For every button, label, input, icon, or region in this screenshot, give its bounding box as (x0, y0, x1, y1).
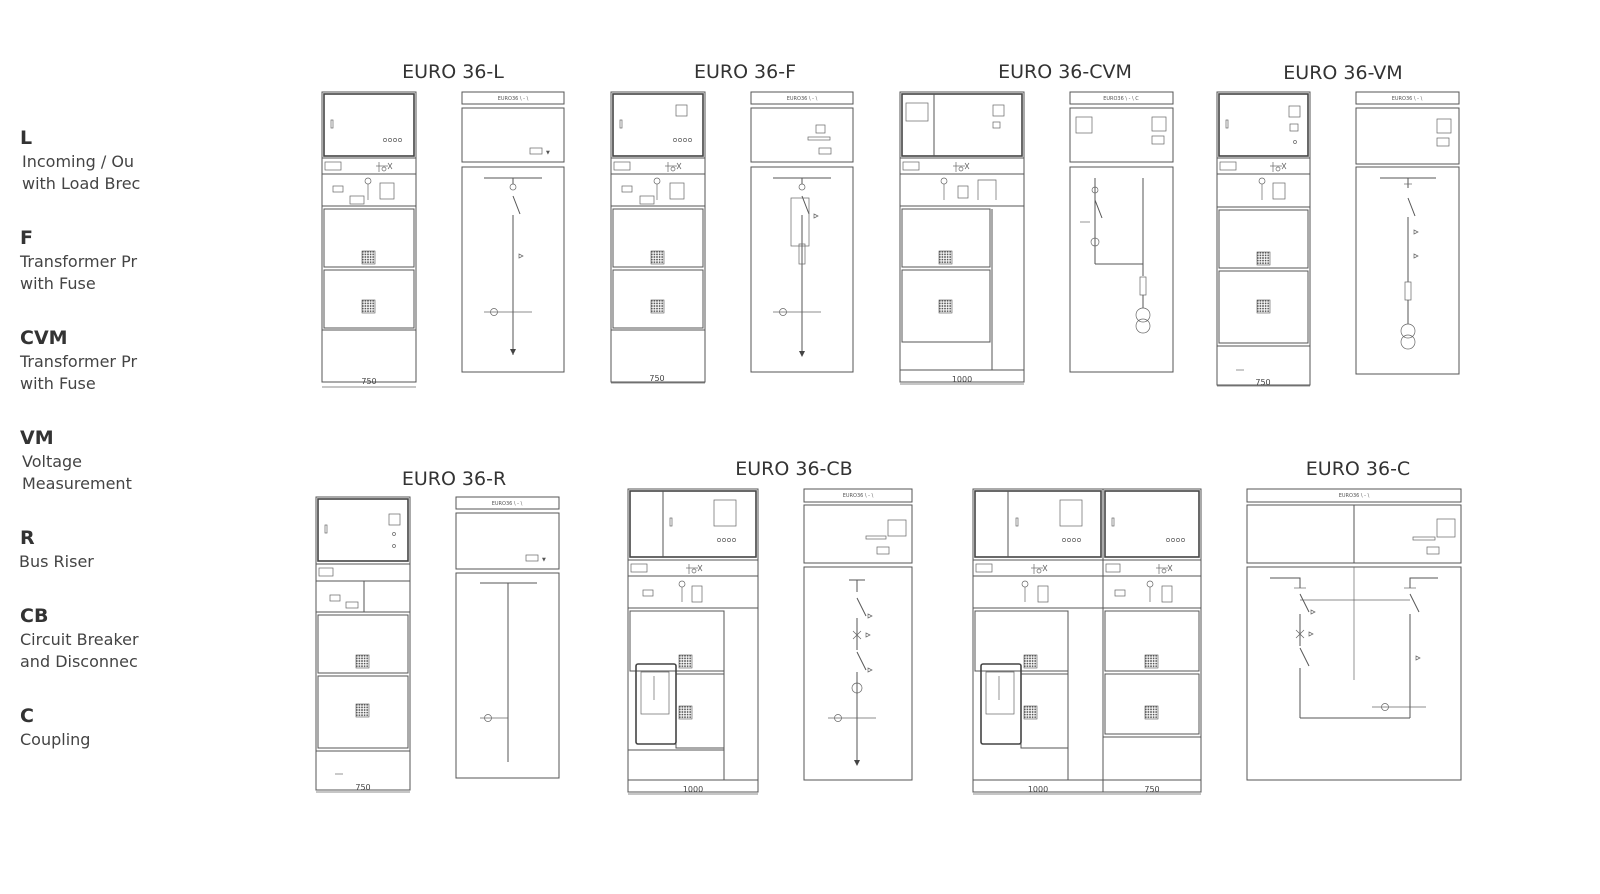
legend-item-f: F Transformer Pr with Fuse (0, 225, 140, 295)
unit-euro-36-vm: EURO 36-VM 750 EURO (1216, 62, 1460, 387)
width-dimension: 750 (355, 783, 370, 792)
unit-title: EURO 36-CB (735, 458, 852, 480)
legend-desc: Coupling (20, 730, 91, 749)
legend-desc: Transformer Pr (20, 352, 138, 371)
front-view: 750 (610, 91, 706, 384)
panel-label: EURO36 \ - \ (1392, 96, 1423, 102)
legend-desc: with Load Brec (22, 174, 140, 193)
legend-desc: Transformer Pr (20, 252, 138, 271)
width-dimension: 750 (361, 377, 376, 386)
single-line-diagram: EURO36 \ - \ ▼ (455, 496, 560, 779)
panel-label: EURO36 \ - \ (787, 96, 818, 102)
legend-item-r: R Bus Riser (0, 525, 140, 573)
panel-label: EURO36 \ - \ (492, 501, 523, 507)
legend-item-cb: CB Circuit Breaker and Disconnec (0, 603, 140, 673)
front-view: 750 (315, 496, 411, 793)
legend-item-l: L Incoming / Ou with Load Brec (0, 125, 140, 195)
unit-title: EURO 36-VM (1283, 62, 1402, 84)
unit-euro-36-f: EURO 36-F 750 EURO3 (610, 61, 854, 384)
single-line-diagram: EURO36 \ - \ (1246, 488, 1462, 781)
legend-desc: Incoming / Ou (22, 152, 135, 171)
legend-desc: Bus Riser (19, 552, 94, 571)
legend-code: C (20, 705, 34, 727)
legend: L Incoming / Ou with Load Brec F Transfo… (0, 0, 140, 894)
front-view: 750 (1216, 91, 1311, 387)
legend-desc: with Fuse (20, 274, 96, 293)
single-line-diagram: EURO36 \ - \ C (1069, 91, 1174, 373)
legend-desc: Voltage (22, 452, 83, 471)
unit-title: EURO 36-CVM (998, 61, 1132, 83)
legend-item-c: C Coupling (0, 703, 140, 751)
unit-title: EURO 36-C (1306, 458, 1410, 480)
legend-desc: and Disconnec (20, 652, 138, 671)
legend-item-cvm: CVM Transformer Pr with Fuse (0, 325, 140, 395)
legend-code: R (20, 527, 35, 549)
legend-code: CB (20, 605, 49, 627)
unit-title: EURO 36-R (402, 468, 506, 490)
width-dimension: 1000 (683, 785, 703, 794)
unit-euro-36-c: EURO 36-C 1000 (972, 458, 1462, 795)
legend-code: F (20, 227, 33, 249)
svg-text:▼: ▼ (542, 557, 546, 563)
width-dimension: 1000 (1028, 785, 1048, 794)
legend-item-vm: VM Voltage Measurement (0, 425, 140, 495)
panel-label: EURO36 \ - \ (1339, 493, 1370, 499)
single-line-diagram: EURO36 \ - \ (750, 91, 854, 373)
front-view: 750 (321, 91, 417, 388)
unit-euro-36-cb: EURO 36-CB (627, 458, 913, 795)
svg-text:▼: ▼ (546, 150, 550, 156)
legend-desc: with Fuse (20, 374, 96, 393)
unit-euro-36-cvm: EURO 36-CVM 1000 (899, 61, 1174, 385)
width-dimension: 750 (1144, 785, 1159, 794)
width-dimension: 750 (649, 374, 664, 383)
single-line-diagram: EURO36 \ - \ (803, 488, 913, 781)
front-view: 1000 (627, 488, 759, 795)
single-line-diagram: EURO36 \ - \ (1355, 91, 1460, 375)
front-view-right: 750 (1102, 488, 1202, 795)
legend-desc: Measurement (22, 474, 132, 493)
width-dimension: 1000 (952, 375, 972, 384)
legend-desc: Circuit Breaker (20, 630, 139, 649)
unit-euro-36-r: EURO 36-R 750 EURO36 \ - \ (315, 468, 560, 793)
panel-label: EURO36 \ - \ (498, 96, 529, 102)
unit-euro-36-l: EURO 36-L 750 EURO36 \ - \ (321, 61, 565, 388)
panel-label: EURO36 \ - \ (843, 493, 874, 499)
single-line-diagram: EURO36 \ - \ ▼ (461, 91, 565, 373)
legend-code: CVM (20, 327, 68, 349)
front-view-left: 1000 (972, 488, 1104, 795)
front-view: 1000 (899, 91, 1025, 385)
unit-title: EURO 36-L (402, 61, 504, 83)
legend-code: VM (20, 427, 54, 449)
unit-title: EURO 36-F (694, 61, 796, 83)
panel-label: EURO36 \ - \ C (1103, 96, 1139, 102)
legend-code: L (20, 127, 33, 149)
width-dimension: 750 (1255, 378, 1270, 387)
